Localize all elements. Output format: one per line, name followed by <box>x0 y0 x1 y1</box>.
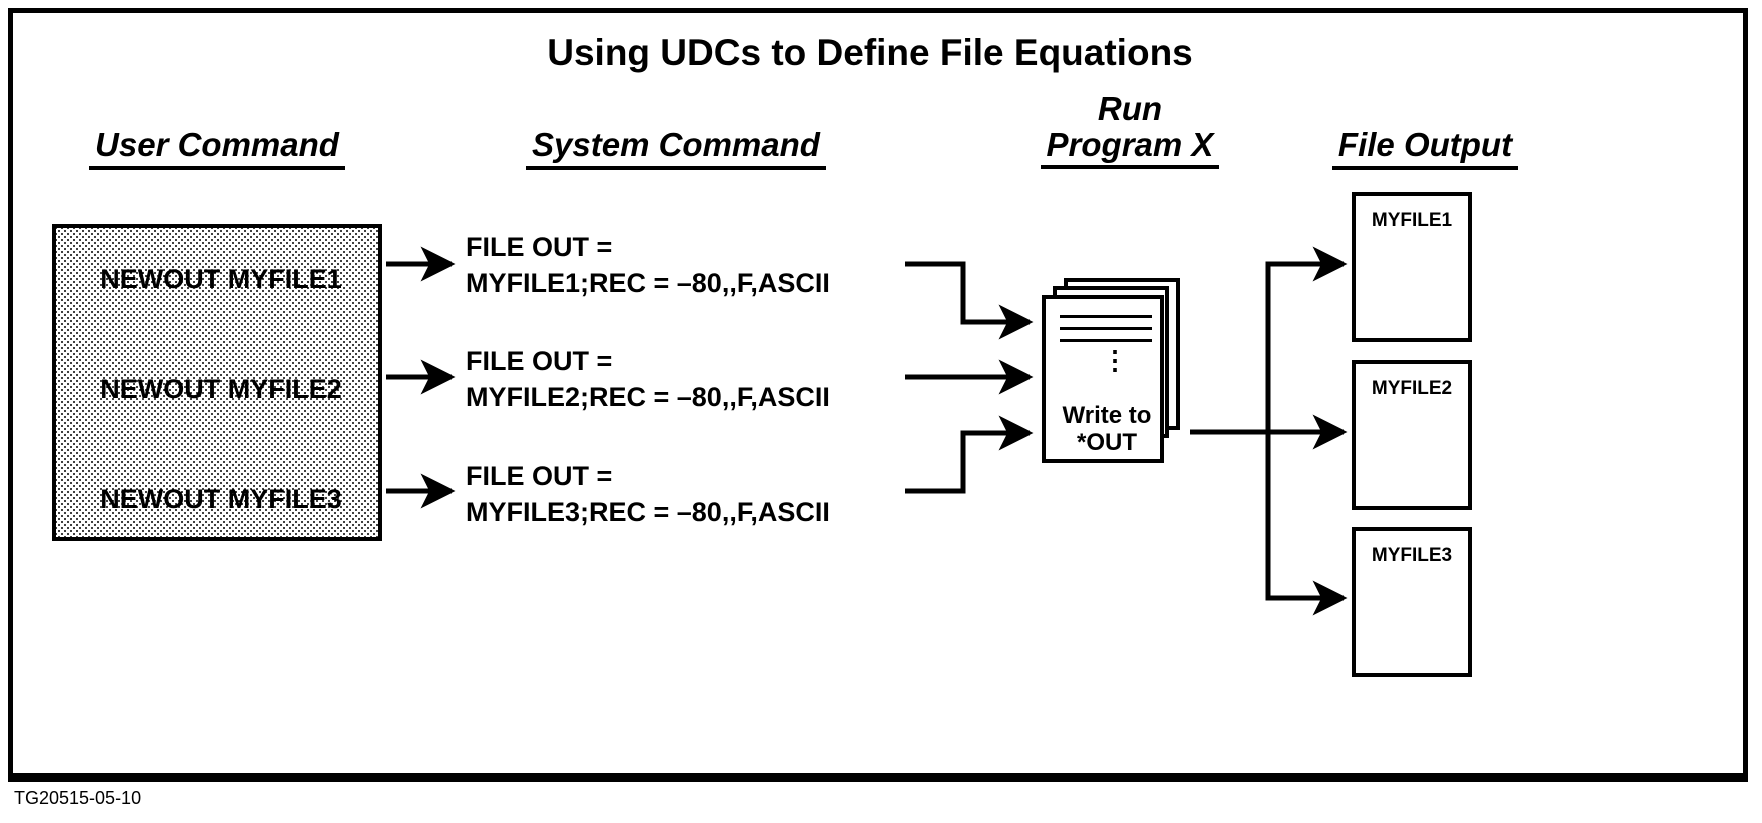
user-command-item: NEWOUT MYFILE1 <box>100 264 342 294</box>
column-header-user-command-label: User Command <box>89 127 345 170</box>
column-header-run-program-line1: Run <box>1097 90 1163 127</box>
column-header-user-command: User Command <box>52 127 382 170</box>
system-command-line2: MYFILE2;REC = –80,,F,ASCII <box>466 381 830 412</box>
output-file-box: MYFILE2 <box>1352 360 1472 510</box>
user-command-box: NEWOUT MYFILE1 NEWOUT MYFILE2 NEWOUT MYF… <box>52 224 382 541</box>
system-command-line1: FILE OUT = <box>466 346 613 376</box>
program-write-label: Write to *OUT <box>1048 402 1166 457</box>
figure-title: Using UDCs to Define File Equations <box>547 32 1193 73</box>
output-file-box: MYFILE1 <box>1352 192 1472 342</box>
output-file-label: MYFILE3 <box>1371 545 1453 566</box>
program-document-stack: ⋮ Write to *OUT <box>1042 278 1182 463</box>
column-header-system-command-label: System Command <box>526 127 826 170</box>
system-command-line1: FILE OUT = <box>466 232 613 262</box>
program-text-line <box>1060 327 1152 330</box>
output-file-label: MYFILE1 <box>1371 210 1453 231</box>
system-command-block: FILE OUT = MYFILE3;REC = –80,,F,ASCII <box>466 459 830 531</box>
column-header-run-program-line2: Program X <box>1040 127 1220 170</box>
system-command-line1: FILE OUT = <box>466 461 613 491</box>
program-sheet-front: ⋮ Write to *OUT <box>1042 295 1164 463</box>
program-text-line <box>1060 339 1152 342</box>
column-header-run-program: Run Program X <box>1000 90 1260 170</box>
column-header-file-output-label: File Output <box>1331 127 1519 170</box>
user-command-item: NEWOUT MYFILE2 <box>100 374 342 404</box>
system-command-block: FILE OUT = MYFILE1;REC = –80,,F,ASCII <box>466 230 830 302</box>
column-header-file-output: File Output <box>1280 127 1570 170</box>
column-header-system-command: System Command <box>466 127 886 170</box>
program-write-line2: *OUT <box>1077 428 1137 456</box>
user-command-item: NEWOUT MYFILE3 <box>100 484 342 514</box>
footer-rule <box>8 778 1748 782</box>
program-vertical-dots: ⋮ <box>1102 345 1128 375</box>
figure-id-label: TG20515-05-10 <box>14 788 142 808</box>
program-write-line1: Write to <box>1062 402 1152 429</box>
program-text-line <box>1060 315 1152 318</box>
system-command-block: FILE OUT = MYFILE2;REC = –80,,F,ASCII <box>466 344 830 416</box>
system-command-line2: MYFILE1;REC = –80,,F,ASCII <box>466 267 830 298</box>
output-file-label: MYFILE2 <box>1371 378 1453 399</box>
output-file-box: MYFILE3 <box>1352 527 1472 677</box>
system-command-line2: MYFILE3;REC = –80,,F,ASCII <box>466 496 830 527</box>
